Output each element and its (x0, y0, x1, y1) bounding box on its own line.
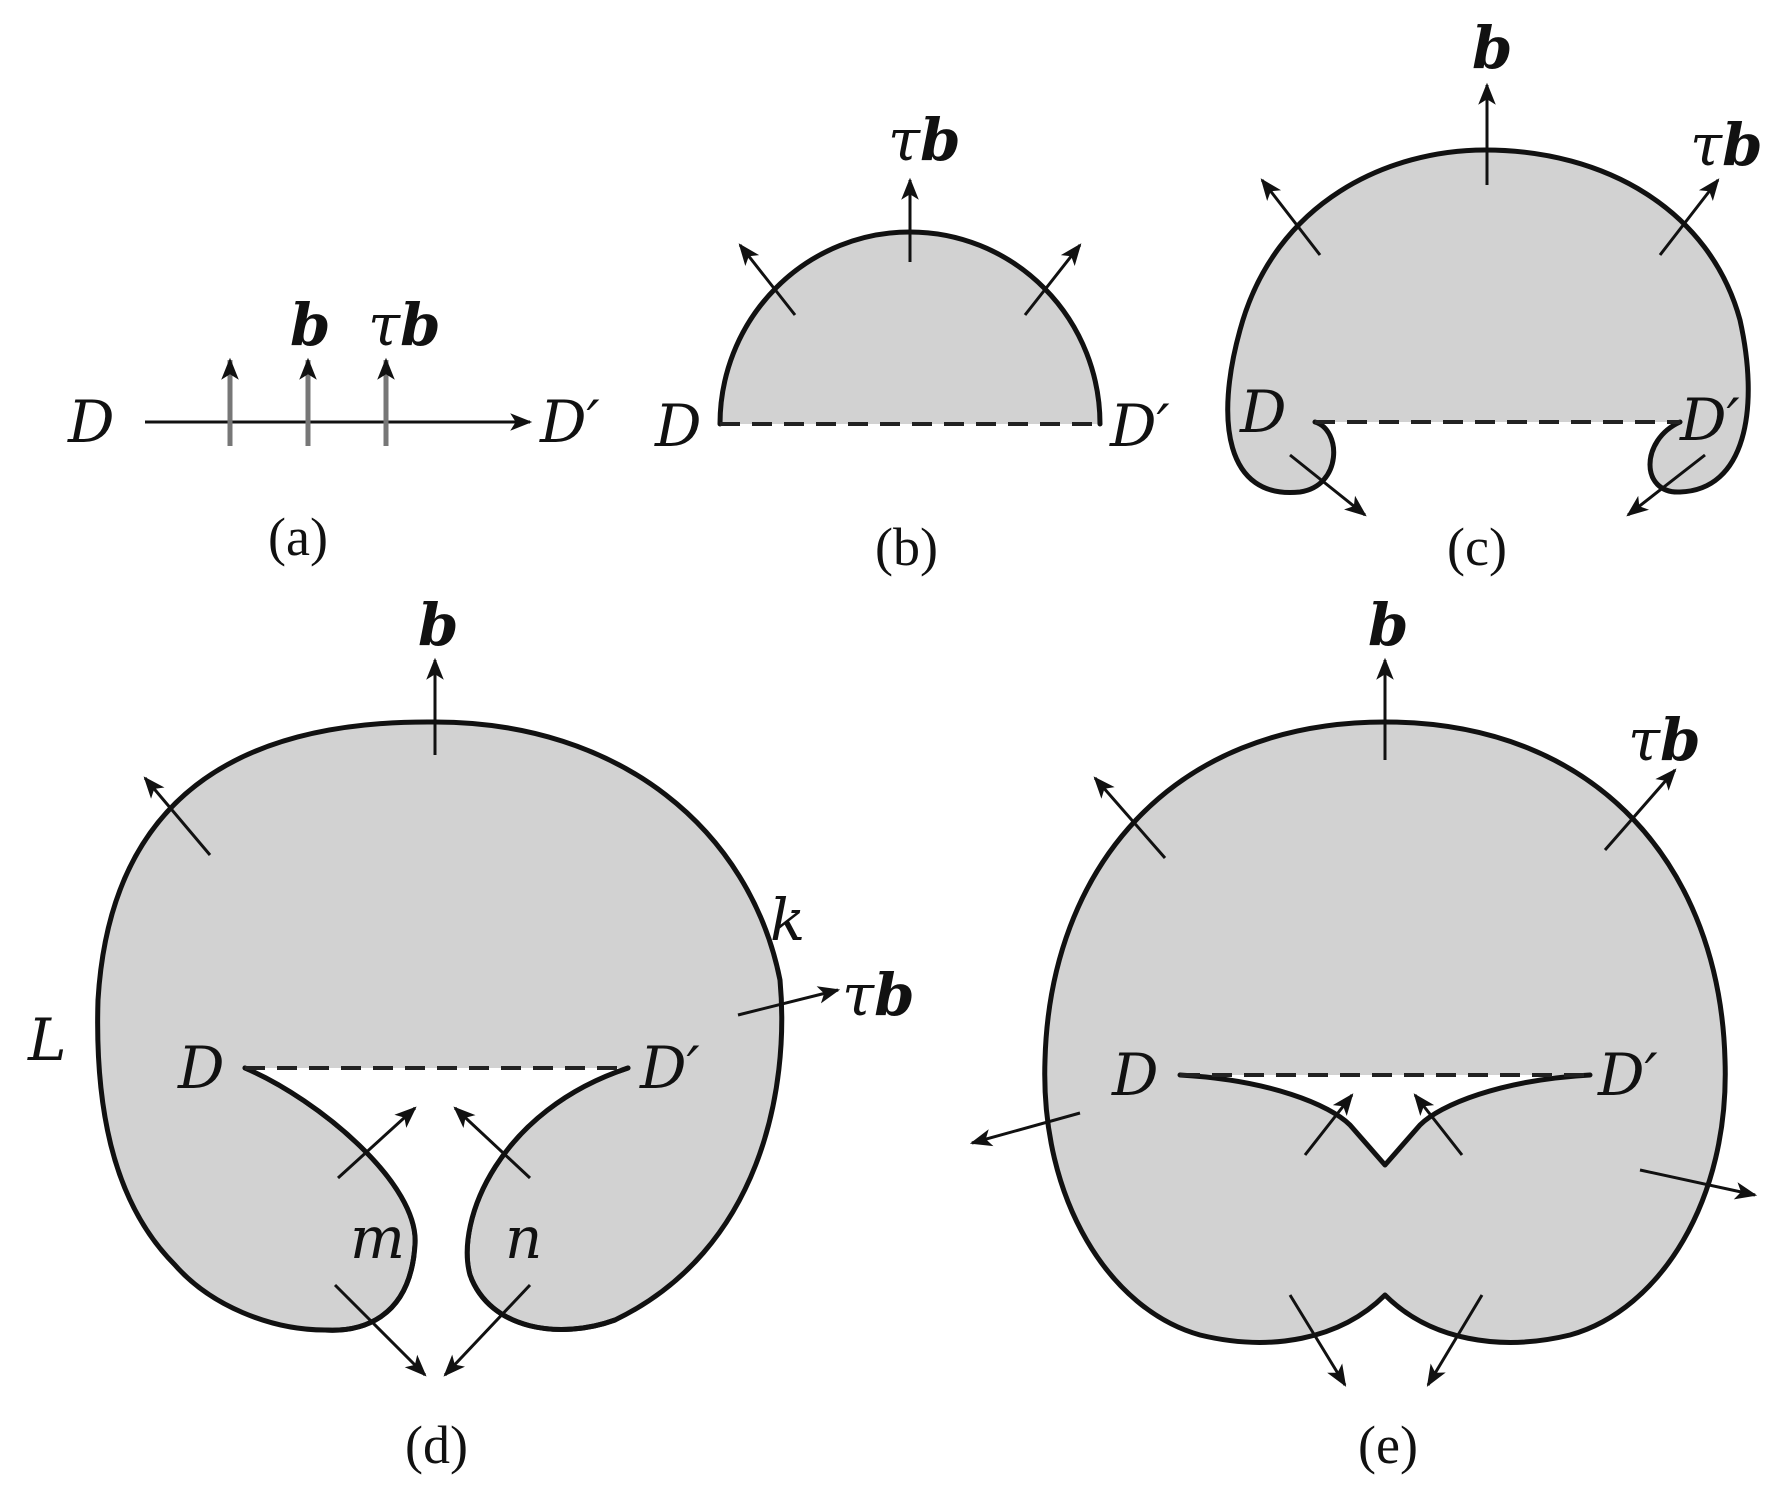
normal-arrow-bottom-left (1288, 1294, 1347, 1387)
caption-d: (d) (405, 1415, 468, 1475)
normal-arrow-upper-left (1093, 776, 1167, 859)
loop-d-inner-outline-right (464, 1065, 631, 1332)
tau-symbol: τ (842, 961, 875, 1029)
caption-b: (b) (875, 517, 938, 577)
label-D-prime: D′ (1597, 1041, 1658, 1109)
panel-e: b τb D D′ (e) (969, 591, 1758, 1475)
label-D: D (654, 392, 702, 460)
normal-arrow-upper-left (143, 776, 212, 856)
label-D-prime: D′ (1679, 386, 1740, 454)
loop-e-outline (1042, 719, 1728, 1345)
label-b: b (1368, 591, 1409, 659)
loop-c-fill (1227, 150, 1749, 493)
label-m: m (350, 1204, 405, 1272)
tau-symbol: τ (1628, 706, 1661, 774)
label-D: D (67, 388, 115, 456)
label-tau-b: τb (888, 106, 961, 174)
loop-e-fill (1044, 722, 1726, 1343)
b-symbol: b (1660, 706, 1701, 774)
normal-arrow-upper-right (1658, 178, 1720, 256)
label-D-prime: D′ (1109, 392, 1170, 460)
label-tau-b: τb (842, 961, 915, 1029)
normal-arrow-upper-right (1603, 768, 1677, 851)
inner-arrow-left (1303, 1093, 1354, 1156)
loop-d-fill (97, 721, 782, 1331)
normal-arrow-inner-n (453, 1106, 532, 1180)
normal-arrow-right-k (737, 986, 841, 1017)
panel-c: b τb D D′ (c) (1225, 14, 1763, 577)
inner-gap (245, 1068, 628, 1400)
label-k: k (770, 886, 805, 954)
b-symbol: b (1722, 111, 1763, 179)
label-D: D (177, 1034, 225, 1102)
label-b: b (1472, 14, 1513, 82)
tau-symbol: τ (368, 291, 401, 359)
normal-arrow-right (1639, 1168, 1758, 1200)
label-L: L (27, 1006, 67, 1074)
caption-e: (e) (1358, 1415, 1418, 1475)
label-D: D (1239, 378, 1287, 446)
inner-diamond-gap (1180, 1075, 1590, 1165)
panel-d: b L k τb D D′ m n (d) (27, 591, 915, 1475)
caption-c: (c) (1447, 517, 1507, 577)
panel-b: D D′ τb (b) (654, 106, 1170, 577)
label-tau-b: τb (1628, 706, 1701, 774)
normal-arrow-left (738, 243, 797, 316)
tau-symbol: τ (1690, 111, 1723, 179)
label-D: D (1111, 1041, 1159, 1109)
b-symbol: b (920, 106, 961, 174)
normal-arrow-right (1023, 243, 1082, 316)
semicircle-fill (720, 232, 1100, 424)
normal-arrow-lower-left (1289, 453, 1367, 517)
inner-arrow-right (1413, 1093, 1464, 1156)
caption-a: (a) (268, 507, 328, 567)
label-b: b (418, 591, 459, 659)
loop-d-inner-outline (242, 1065, 418, 1333)
normal-arrow-left (969, 1111, 1081, 1147)
loop-c-outline (1225, 147, 1751, 495)
label-b: b (290, 291, 331, 359)
label-n: n (505, 1204, 542, 1272)
label-tau-b: τb (1690, 111, 1763, 179)
inner-curve (1177, 1072, 1593, 1168)
b-symbol: b (874, 961, 915, 1029)
normal-arrow-bottom-m (333, 1283, 427, 1377)
label-D-prime: D′ (539, 388, 600, 456)
normal-arrow-bottom-n (443, 1283, 532, 1377)
b-symbol: b (400, 291, 441, 359)
label-tau-b: τb (368, 291, 441, 359)
label-D-prime: D′ (639, 1034, 700, 1102)
normal-arrow-bottom-right (1426, 1294, 1484, 1387)
panel-a: D D′ b τb (a) (67, 291, 600, 567)
tau-symbol: τ (888, 106, 921, 174)
normal-arrow-lower-right (1626, 453, 1706, 517)
normal-arrow-inner-m (336, 1106, 417, 1180)
normal-arrow-upper-left (1260, 178, 1322, 256)
